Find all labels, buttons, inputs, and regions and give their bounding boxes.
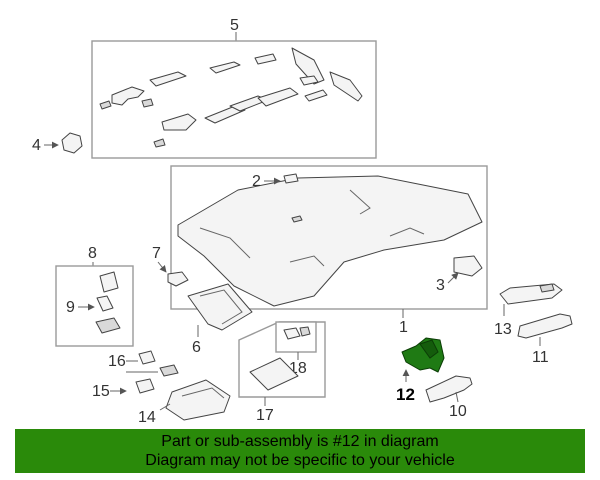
trim-pieces-group: 5 — [91, 17, 377, 159]
part-7-clip: 7 — [152, 245, 189, 287]
trim-pieces — [99, 47, 363, 148]
part-3-lamp — [453, 255, 483, 277]
callout-6: 6 — [192, 339, 201, 356]
banner-line-1: Part or sub-assembly is #12 in diagram — [161, 433, 439, 450]
part-13-rail: 13 — [494, 283, 563, 338]
part-6-visor: 6 — [187, 283, 253, 356]
banner-line-2: Diagram may not be specific to your vehi… — [145, 452, 455, 469]
part-11-handle: 11 — [517, 313, 573, 366]
headliner-panel — [177, 175, 483, 307]
part-2-plug — [283, 173, 299, 184]
callout-12: 12 — [396, 385, 415, 404]
part-10-handle: 10 — [425, 375, 473, 420]
callout-9: 9 — [66, 299, 75, 316]
callout-17: 17 — [256, 407, 274, 424]
callout-1: 1 — [399, 319, 408, 336]
callout-2: 2 — [252, 173, 261, 190]
callout-16: 16 — [108, 353, 126, 370]
lamp-group: 18 17 — [238, 321, 326, 424]
callout-11: 11 — [532, 349, 549, 366]
callout-3: 3 — [436, 277, 445, 294]
notice-banner: Part or sub-assembly is #12 in diagram D… — [15, 429, 585, 473]
console-group: 16 15 14 — [92, 350, 231, 426]
callout-10: 10 — [449, 403, 467, 420]
callout-14: 14 — [138, 409, 156, 426]
part-12-bracket: 12 — [396, 337, 445, 404]
callout-5: 5 — [230, 17, 239, 34]
trim-pieces-frame — [91, 40, 377, 159]
callout-8: 8 — [88, 245, 97, 262]
callout-4: 4 — [32, 137, 41, 154]
part-4-cap: 4 — [32, 132, 83, 154]
callout-13: 13 — [494, 321, 512, 338]
clip-group: 8 9 — [55, 245, 134, 347]
callout-15: 15 — [92, 383, 110, 400]
callout-7: 7 — [152, 245, 161, 262]
